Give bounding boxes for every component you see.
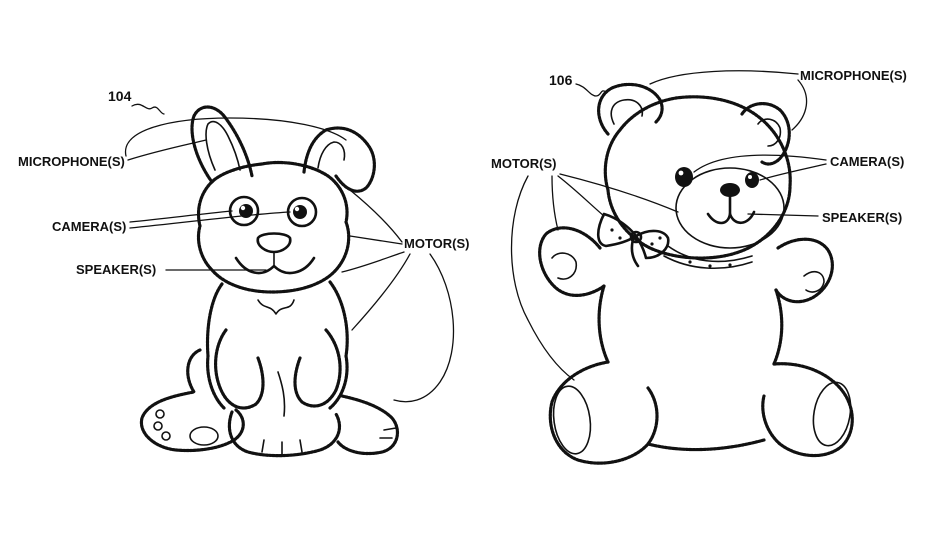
bunny-cam-leader-2	[129, 211, 291, 229]
bear-head	[603, 95, 792, 260]
bear-right-ear	[740, 102, 791, 166]
bear-bow-tie	[596, 212, 753, 270]
bunny-right-arm	[293, 328, 342, 408]
bunny-toe-pad-3	[161, 431, 171, 441]
bear-bottom	[646, 438, 766, 452]
bunny-left-ear	[190, 105, 254, 184]
bear-bow-right-wing	[634, 229, 670, 260]
bear-left-eye-glint	[678, 170, 684, 176]
ribbon-dot	[708, 264, 712, 268]
bear-ref-squiggle	[575, 83, 607, 97]
bow-dot	[658, 236, 662, 240]
bear-mic-leader-1	[649, 70, 799, 85]
bear-label-motor: MOTOR(S)	[491, 156, 556, 171]
bunny-left-ear-inner	[205, 120, 241, 171]
bear-right-paw-pad	[803, 270, 825, 293]
bunny-mic-leader-1	[127, 139, 207, 161]
bear-bow-knot	[629, 230, 643, 244]
bunny-foot-pad	[189, 426, 219, 446]
bunny-toes	[261, 439, 303, 455]
bear-motor-leader-arm	[551, 175, 559, 231]
bear-bow-left-wing	[596, 212, 638, 248]
bunny-label-speaker: SPEAKER(S)	[76, 262, 156, 277]
bear-cam-leader-2	[759, 163, 827, 181]
bear-motor-leader-bow	[557, 175, 605, 217]
bear-speaker-leader	[747, 213, 819, 217]
bunny-motor-leader-arm	[351, 253, 411, 331]
bunny-left-eye-glint	[240, 205, 246, 211]
bear-left-eye	[675, 167, 693, 187]
bear-left-arm	[538, 226, 606, 297]
bear-label-speaker: SPEAKER(S)	[822, 210, 902, 225]
bear-mouth	[706, 210, 756, 225]
bear-body	[597, 284, 784, 366]
bunny-right-toes	[379, 427, 397, 439]
bunny-right-pupil	[293, 205, 307, 219]
bear-motor-leader-head	[559, 173, 679, 213]
bear-mic-leader-2	[791, 79, 808, 131]
bunny-toe-pad-2	[153, 421, 163, 431]
bear-left-paw-pad	[551, 252, 578, 280]
bunny-motor-leader-leg	[393, 253, 455, 403]
bear-ref-number: 106	[549, 72, 573, 88]
bunny-figure	[139, 105, 400, 458]
bow-dot	[610, 228, 614, 232]
bunny-front-paws	[227, 410, 342, 458]
bear-left-leg	[548, 360, 659, 465]
bunny-motor-leader-neck	[341, 251, 405, 273]
bear-left-foot-pad	[552, 385, 592, 455]
bear-ribbon-bottom	[663, 255, 753, 270]
bunny-right-ear-inner	[317, 141, 346, 169]
bunny-cam-leader-1	[129, 210, 233, 223]
bear-right-ear-inner	[757, 118, 782, 147]
bunny-ref-squiggle	[131, 103, 165, 115]
bear-label-camera: CAMERA(S)	[830, 154, 904, 169]
bunny-label-camera: CAMERA(S)	[52, 219, 126, 234]
bear-ribbon-top	[667, 245, 753, 263]
bear-right-eye	[745, 172, 759, 188]
bear-left-ear	[597, 82, 664, 136]
bow-dot	[650, 242, 654, 246]
bear-right-eye-glint	[748, 175, 752, 179]
bear-motor-leader-leg	[510, 175, 575, 381]
bear-left-ear-inner	[610, 98, 644, 125]
bunny-label-motor: MOTOR(S)	[404, 236, 469, 251]
bunny-leader-lines	[124, 117, 455, 403]
bear-cam-leader-1	[693, 154, 827, 173]
bow-dot	[618, 236, 622, 240]
bear-label-microphone: MICROPHONE(S)	[800, 68, 907, 83]
bunny-mic-leader-2	[124, 117, 347, 157]
bunny-right-foot	[336, 394, 400, 456]
bunny-head	[196, 160, 351, 294]
bunny-mouth	[234, 256, 316, 275]
bunny-motor-leader-head	[349, 235, 403, 245]
bear-right-leg	[761, 362, 854, 458]
bear-right-arm	[774, 237, 834, 304]
bunny-belly	[277, 371, 286, 417]
bunny-chest-tuft	[257, 299, 295, 315]
bunny-left-foot	[139, 348, 245, 453]
bear-nose	[720, 183, 740, 197]
bear-muzzle	[675, 167, 785, 249]
bear-bow-tail	[630, 234, 640, 268]
bear-figure	[538, 82, 854, 465]
bunny-right-ear	[302, 126, 376, 193]
bunny-nose	[256, 232, 292, 254]
ribbon-dot	[688, 260, 692, 264]
bunny-ref-number: 104	[108, 88, 132, 104]
bunny-right-eye-glint	[294, 206, 300, 212]
bear-right-foot-pad	[812, 381, 852, 447]
bunny-label-microphone: MICROPHONE(S)	[18, 154, 125, 169]
ribbon-dot	[728, 263, 732, 267]
bunny-motor-leader-ear	[349, 189, 403, 243]
bunny-toe-pad-1	[155, 409, 165, 419]
bear-leader-lines	[510, 70, 827, 381]
bunny-body	[205, 280, 349, 410]
bunny-left-arm	[214, 328, 265, 410]
